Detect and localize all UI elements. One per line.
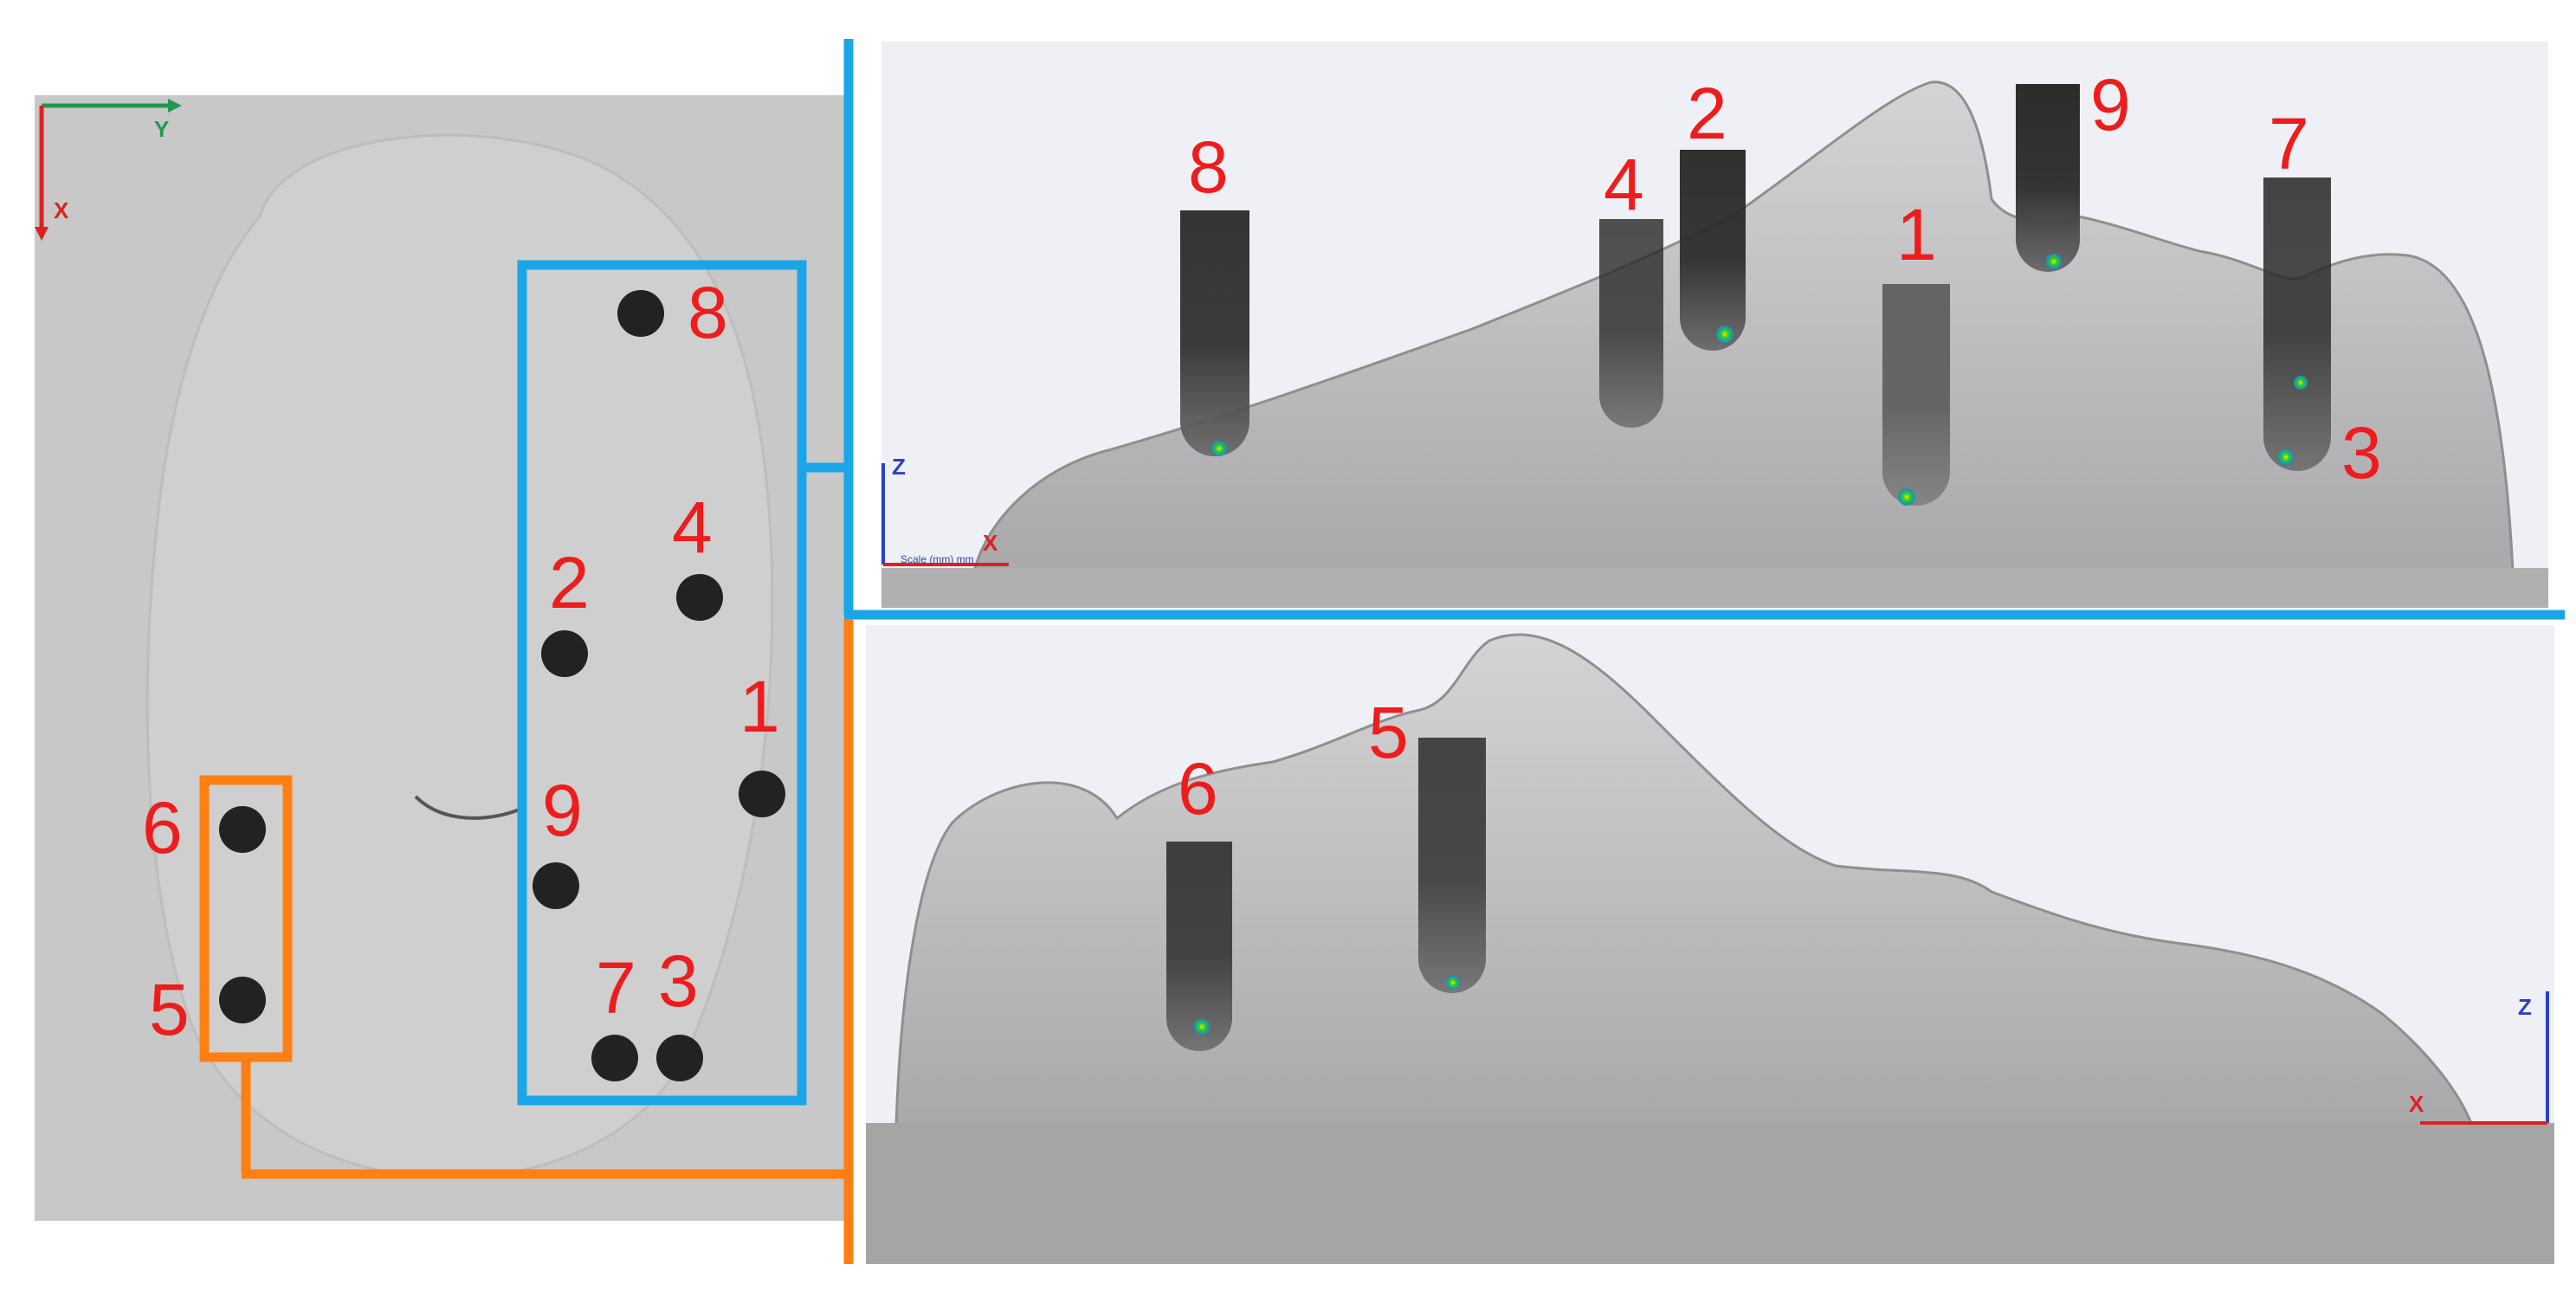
point-dot: [617, 290, 664, 337]
axis-x-label: X: [983, 530, 998, 556]
upper-probes: 8 4 2 1 9 7 3: [1180, 64, 2382, 506]
side-view-lower-panel: 6 5 Z X: [866, 625, 2554, 1264]
upper-base-plate: [881, 568, 2548, 608]
probe-label: 5: [1368, 692, 1409, 773]
blue-region-frame: [517, 260, 807, 1106]
point-dot: [676, 574, 723, 621]
point-label: 3: [658, 940, 699, 1022]
point-dot: [219, 977, 266, 1023]
probe: [1599, 219, 1663, 428]
probe: [2263, 177, 2331, 471]
probe-hotspot: [1211, 441, 1227, 456]
probe-hotspot: [1446, 976, 1460, 990]
axis-z-label: Z: [892, 454, 906, 480]
lower-face-profile: [894, 633, 2475, 1127]
probe: [2016, 84, 2080, 272]
probe-hotspot: [2294, 376, 2308, 390]
axis-x-label: X: [54, 197, 69, 223]
lower-view-axes: Z X: [2409, 991, 2549, 1125]
point-dot: [533, 862, 579, 909]
axis-y-label: Y: [154, 116, 169, 142]
point-label: 1: [739, 666, 780, 747]
probe-label: 6: [1178, 748, 1218, 829]
point-dot: [739, 771, 785, 817]
axis-z-label: Z: [2518, 994, 2532, 1020]
point-dot: [541, 630, 588, 677]
probe-hotspot: [1194, 1019, 1210, 1035]
top-view-axes: Y X: [35, 99, 182, 241]
connector-lines: [241, 39, 2565, 1264]
probe-label: 2: [1687, 73, 1727, 154]
probe-label: 9: [2090, 64, 2131, 145]
axis-x-label: X: [2409, 1091, 2424, 1117]
probe-hotspot: [1898, 488, 1915, 506]
point-dot: [219, 806, 266, 853]
point-label: 9: [542, 770, 583, 851]
lower-base-plate: [866, 1123, 2554, 1264]
point-label: 4: [672, 487, 713, 568]
point-label: 5: [149, 969, 190, 1050]
probe: [1418, 738, 1486, 993]
face-silhouette: [145, 133, 774, 1179]
probe-label: 3: [2341, 412, 2382, 494]
probe-label: 8: [1188, 126, 1229, 208]
probe-label: 1: [1896, 194, 1937, 275]
point-label: 7: [596, 947, 636, 1029]
top-view-points: 8 4 2 1 9 7 3 6 5: [142, 272, 785, 1081]
probe-label: 4: [1604, 144, 1644, 225]
point-label: 6: [142, 787, 183, 868]
probe-hotspot: [2278, 449, 2294, 465]
units-label: Scale (mm) mm: [901, 553, 974, 565]
top-view-panel: Y X 8 4 2 1 9 7 3 6 5: [35, 95, 844, 1221]
point-label: 8: [688, 272, 728, 353]
probe-hotspot: [1716, 326, 1733, 343]
probe: [1882, 284, 1950, 506]
lower-probes: 6 5: [1166, 692, 1486, 1051]
probe: [1180, 210, 1249, 456]
probe-label: 7: [2269, 103, 2309, 184]
probe: [1680, 150, 1746, 351]
point-label: 2: [549, 542, 590, 623]
side-view-upper-panel: 8 4 2 1 9 7 3 Z X Scale (mm) mm: [881, 42, 2548, 608]
face-feature-line: [414, 795, 520, 820]
upper-view-axes: Z X Scale (mm) mm: [881, 454, 1009, 566]
probe: [1166, 842, 1232, 1051]
probe-hotspot: [2046, 254, 2062, 269]
point-dot: [591, 1035, 638, 1081]
point-dot: [656, 1035, 703, 1081]
